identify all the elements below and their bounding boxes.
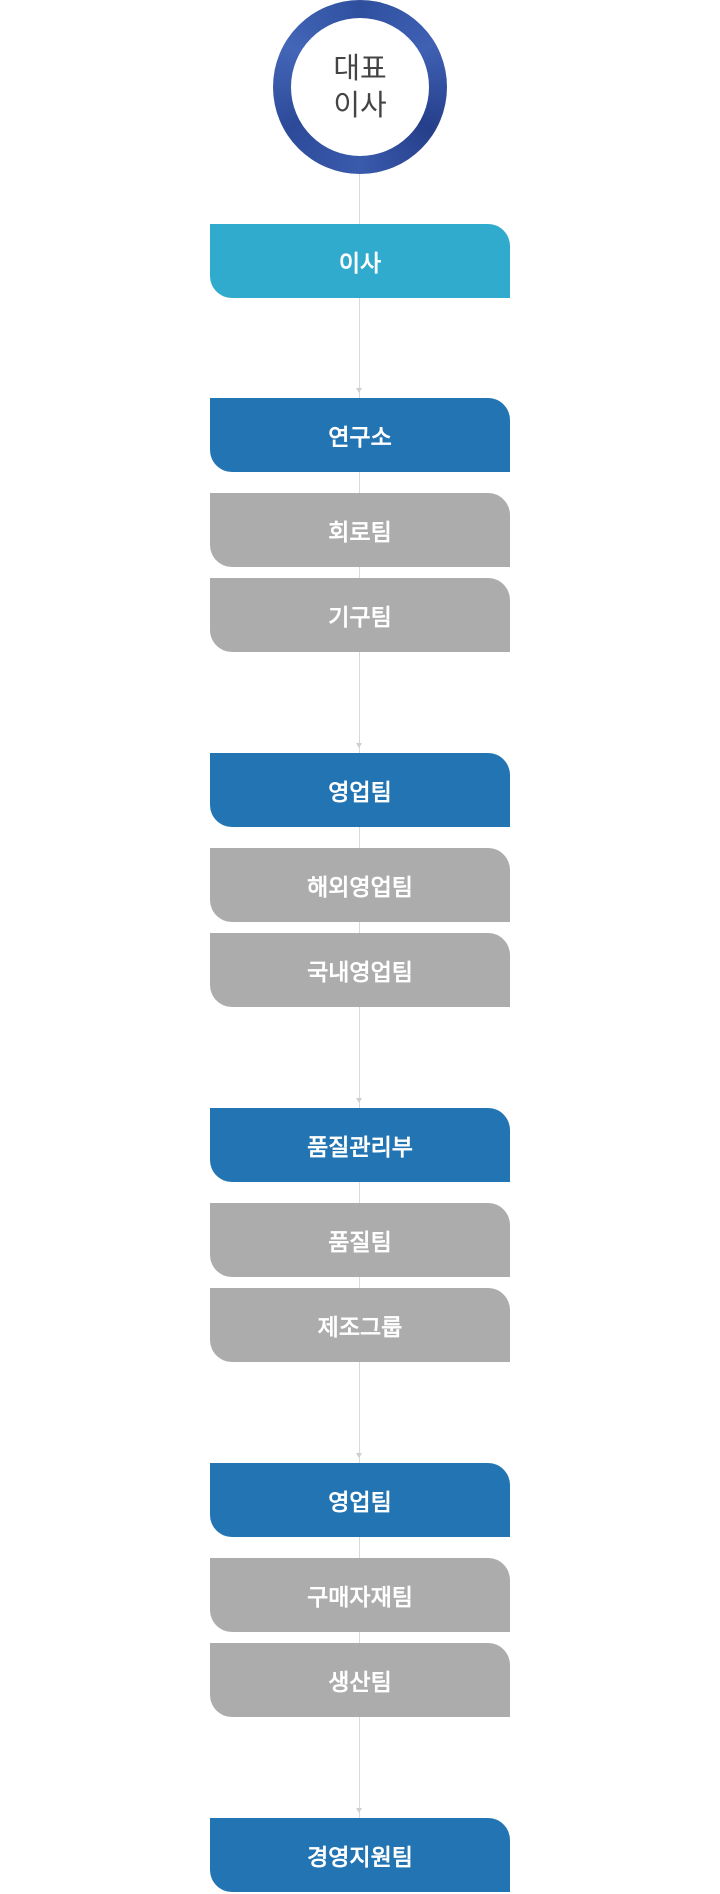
team-node: 국내영업팀 [210,933,510,1007]
department-label: 영업팀 [328,780,392,806]
ceo-label: 대표 이사 [333,51,387,122]
team-label: 품질팀 [328,1230,392,1256]
connector-arrow [356,1808,362,1813]
department-label: 연구소 [328,425,392,451]
ceo-node: 대표 이사 [273,0,447,174]
connector-arrow [356,1453,362,1458]
director-node: 이사 [210,224,510,298]
department-label: 품질관리부 [307,1135,413,1161]
team-node: 해외영업팀 [210,848,510,922]
team-label: 구매자재팀 [307,1585,413,1611]
team-node: 제조그룹 [210,1288,510,1362]
team-node: 기구팀 [210,578,510,652]
team-node: 품질팀 [210,1203,510,1277]
department-node: 영업팀 [210,753,510,827]
connector-arrow [356,743,362,748]
director-label: 이사 [338,251,382,277]
team-node: 회로팀 [210,493,510,567]
department-node: 연구소 [210,398,510,472]
department-node: 품질관리부 [210,1108,510,1182]
connector-arrow [356,388,362,393]
department-label: 영업팀 [328,1490,392,1516]
team-label: 회로팀 [328,520,392,546]
department-node: 영업팀 [210,1463,510,1537]
team-label: 해외영업팀 [307,875,413,901]
team-label: 국내영업팀 [307,960,413,986]
team-node: 생산팀 [210,1643,510,1717]
connector-arrow [356,1098,362,1103]
department-label: 경영지원팀 [307,1845,413,1871]
team-node: 구매자재팀 [210,1558,510,1632]
department-node: 경영지원팀 [210,1818,510,1892]
ceo-node-inner: 대표 이사 [291,18,429,156]
team-label: 기구팀 [328,605,392,631]
team-label: 생산팀 [328,1670,392,1696]
team-label: 제조그룹 [317,1315,403,1341]
